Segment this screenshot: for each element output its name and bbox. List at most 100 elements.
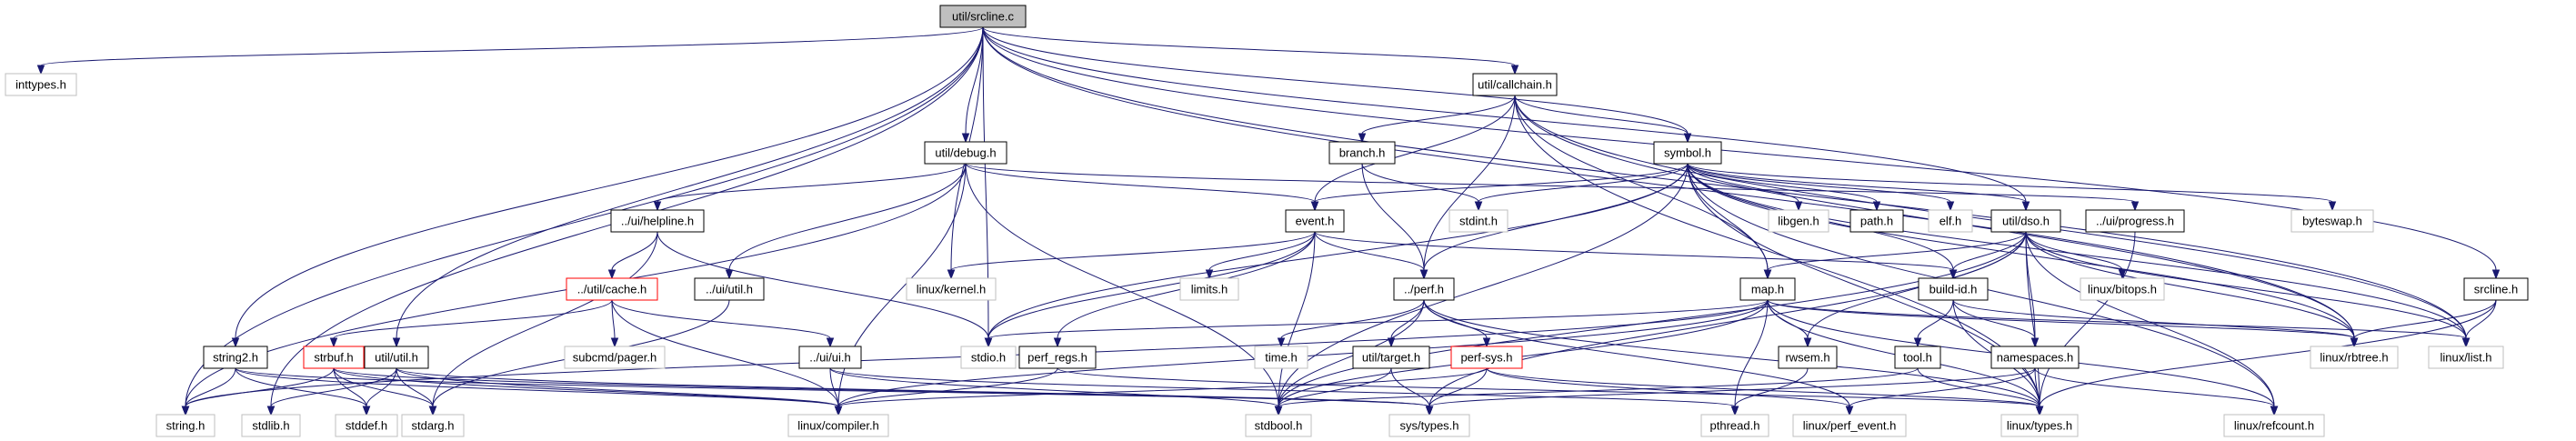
edge-line bbox=[333, 367, 367, 407]
node-box bbox=[906, 277, 997, 301]
edge-line bbox=[1767, 231, 2027, 271]
node-cache-h[interactable]: ../util/cache.h bbox=[566, 277, 658, 301]
node-box bbox=[2000, 414, 2079, 437]
edge-line bbox=[1917, 299, 1954, 339]
node-rwsem-h[interactable]: rwsem.h bbox=[1778, 346, 1838, 369]
edge-map_h-to-stdio_h bbox=[984, 299, 1769, 348]
edge-line bbox=[1390, 299, 1425, 339]
edge-line bbox=[965, 163, 1316, 203]
node-dso-h[interactable]: util/dso.h bbox=[1990, 209, 2061, 233]
node-rbtree-h: linux/rbtree.h bbox=[2310, 346, 2399, 369]
edge-line bbox=[982, 26, 2497, 271]
edge-line bbox=[1687, 163, 2467, 339]
edge-dso_h-to-rwsem_h bbox=[1803, 231, 2027, 348]
edge-branch_h-to-stdint_h bbox=[1361, 163, 1483, 212]
node-srcline-h[interactable]: srcline.h bbox=[2463, 277, 2529, 301]
node-helpline-h[interactable]: ../ui/helpline.h bbox=[610, 209, 705, 233]
node-box bbox=[2223, 414, 2325, 437]
node-label: ../ui/helpline.h bbox=[621, 215, 694, 228]
node-branch-h[interactable]: branch.h bbox=[1328, 141, 1396, 165]
node-box bbox=[1918, 277, 1989, 301]
edge-line bbox=[1734, 367, 1809, 407]
edge-line bbox=[2034, 367, 2040, 407]
edge-line bbox=[1486, 367, 2040, 407]
node-label: tool.h bbox=[1903, 351, 1932, 365]
edge-line bbox=[1952, 299, 2036, 339]
node-kernel-h: linux/kernel.h bbox=[906, 277, 997, 301]
edge-line bbox=[1314, 163, 1689, 203]
edge-perfsys_h-to-systypes_h bbox=[1425, 367, 1488, 416]
node-perf-h[interactable]: ../perf.h bbox=[1393, 277, 1455, 301]
node-string2-h[interactable]: string2.h bbox=[203, 346, 268, 369]
node-pager-h: subcmd/pager.h bbox=[564, 346, 666, 369]
node-srcline-c[interactable]: util/srcline.c bbox=[939, 5, 1027, 28]
edge-line bbox=[982, 26, 1516, 66]
node-event-h[interactable]: event.h bbox=[1285, 209, 1345, 233]
node-label: util/target.h bbox=[1362, 351, 1420, 365]
node-ui-ui-h[interactable]: ../ui/ui.h bbox=[798, 346, 862, 369]
node-debug-h[interactable]: util/debug.h bbox=[924, 141, 1007, 165]
node-box bbox=[1450, 346, 1523, 369]
edge-buildid_h-to-namespaces_h bbox=[1952, 299, 2040, 348]
node-libgen-h: libgen.h bbox=[1768, 209, 1829, 233]
node-label: stdarg.h bbox=[412, 419, 455, 433]
node-perf-regs-h[interactable]: perf_regs.h bbox=[1018, 346, 1097, 369]
node-buildid-h[interactable]: build-id.h bbox=[1918, 277, 1989, 301]
edge-event_h-to-perf_h bbox=[1314, 231, 1428, 280]
node-box bbox=[1179, 277, 1239, 301]
node-label: linux/refcount.h bbox=[2234, 419, 2314, 433]
node-box bbox=[1928, 209, 1973, 233]
node-namespaces-h[interactable]: namespaces.h bbox=[1990, 346, 2080, 369]
node-symbol-h[interactable]: symbol.h bbox=[1653, 141, 1722, 165]
edge-line bbox=[829, 367, 1279, 407]
edge-line bbox=[1428, 367, 1488, 407]
edge-line bbox=[1280, 299, 1425, 339]
node-strbuf-h[interactable]: strbuf.h bbox=[303, 346, 365, 369]
arrowhead-icon bbox=[181, 406, 190, 416]
node-target-h[interactable]: util/target.h bbox=[1352, 346, 1430, 369]
edge-line bbox=[2025, 231, 2355, 339]
node-tool-h[interactable]: tool.h bbox=[1894, 346, 1941, 369]
edge-line bbox=[1687, 163, 1769, 271]
node-path-h[interactable]: path.h bbox=[1849, 209, 1904, 233]
node-ui-util-h[interactable]: ../ui/util.h bbox=[694, 277, 765, 301]
node-types-h: linux/types.h bbox=[2000, 414, 2079, 437]
edge-line bbox=[611, 299, 616, 339]
edge-cache_h-to-ui_ui_h bbox=[611, 299, 835, 348]
edge-line bbox=[1767, 299, 2355, 339]
node-progress-h[interactable]: ../ui/progress.h bbox=[2085, 209, 2185, 233]
node-label: event.h bbox=[1296, 215, 1335, 228]
edge-symbol_h-to-stdint_h bbox=[1474, 163, 1689, 212]
node-label: ../ui/ui.h bbox=[809, 351, 851, 365]
edge-line bbox=[1361, 95, 1516, 135]
arrowhead-icon bbox=[1913, 337, 1922, 348]
edge-perfsys_h-to-compiler_h bbox=[834, 367, 1488, 416]
edge-line bbox=[837, 367, 1488, 407]
node-perfsys-h[interactable]: perf-sys.h bbox=[1450, 346, 1523, 369]
edge-srcline_c-to-dso_h bbox=[982, 26, 2030, 212]
arrowhead-icon bbox=[1946, 201, 1955, 212]
node-box bbox=[2310, 346, 2399, 369]
node-callchain-h[interactable]: util/callchain.h bbox=[1472, 73, 1558, 96]
edge-cache_h-to-strbuf_h bbox=[329, 299, 613, 348]
arrowhead-icon bbox=[984, 337, 993, 348]
edge-line bbox=[611, 299, 831, 339]
node-box bbox=[1328, 141, 1396, 165]
arrowhead-icon bbox=[1683, 133, 1692, 144]
edge-event_h-to-limits_h bbox=[1205, 231, 1316, 280]
node-map-h[interactable]: map.h bbox=[1739, 277, 1796, 301]
node-label: pthread.h bbox=[1710, 419, 1760, 433]
edge-line bbox=[1687, 163, 2027, 203]
node-systypes-h: sys/types.h bbox=[1388, 414, 1470, 437]
edge-tool_h-to-stdbool_h bbox=[1274, 367, 1919, 416]
edge-debug_h-to-helpline_h bbox=[653, 163, 967, 212]
node-label: symbol.h bbox=[1664, 146, 1711, 160]
edge-line bbox=[2025, 231, 2275, 407]
arrowhead-icon bbox=[2328, 201, 2337, 212]
edge-line bbox=[1849, 367, 2036, 407]
edge-line bbox=[611, 231, 658, 271]
node-util-util-h[interactable]: util/util.h bbox=[364, 346, 429, 369]
edge-line bbox=[396, 367, 839, 407]
node-label: util/srcline.c bbox=[952, 10, 1014, 24]
edge-strbuf_h-to-compiler_h bbox=[333, 367, 843, 416]
